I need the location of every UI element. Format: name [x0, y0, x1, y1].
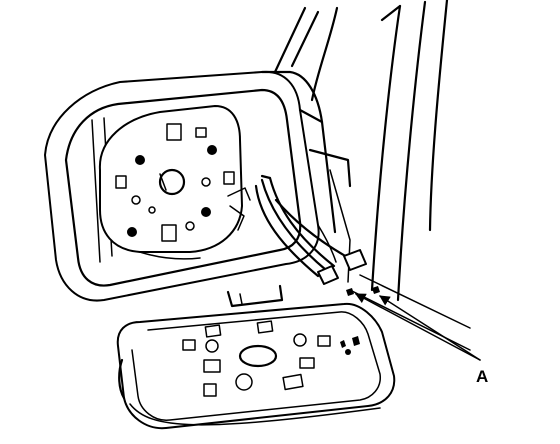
callout-a-leaders [355, 293, 481, 361]
wire-connectors [317, 249, 380, 296]
callout-label-a: A [476, 367, 488, 386]
mirror-motor [98, 105, 251, 253]
leader-arrow-1 [379, 295, 481, 361]
wire-harness [254, 174, 358, 278]
mirror-glass [116, 302, 396, 430]
door-frame [273, 0, 471, 351]
leader-arrow-2 [355, 293, 481, 361]
